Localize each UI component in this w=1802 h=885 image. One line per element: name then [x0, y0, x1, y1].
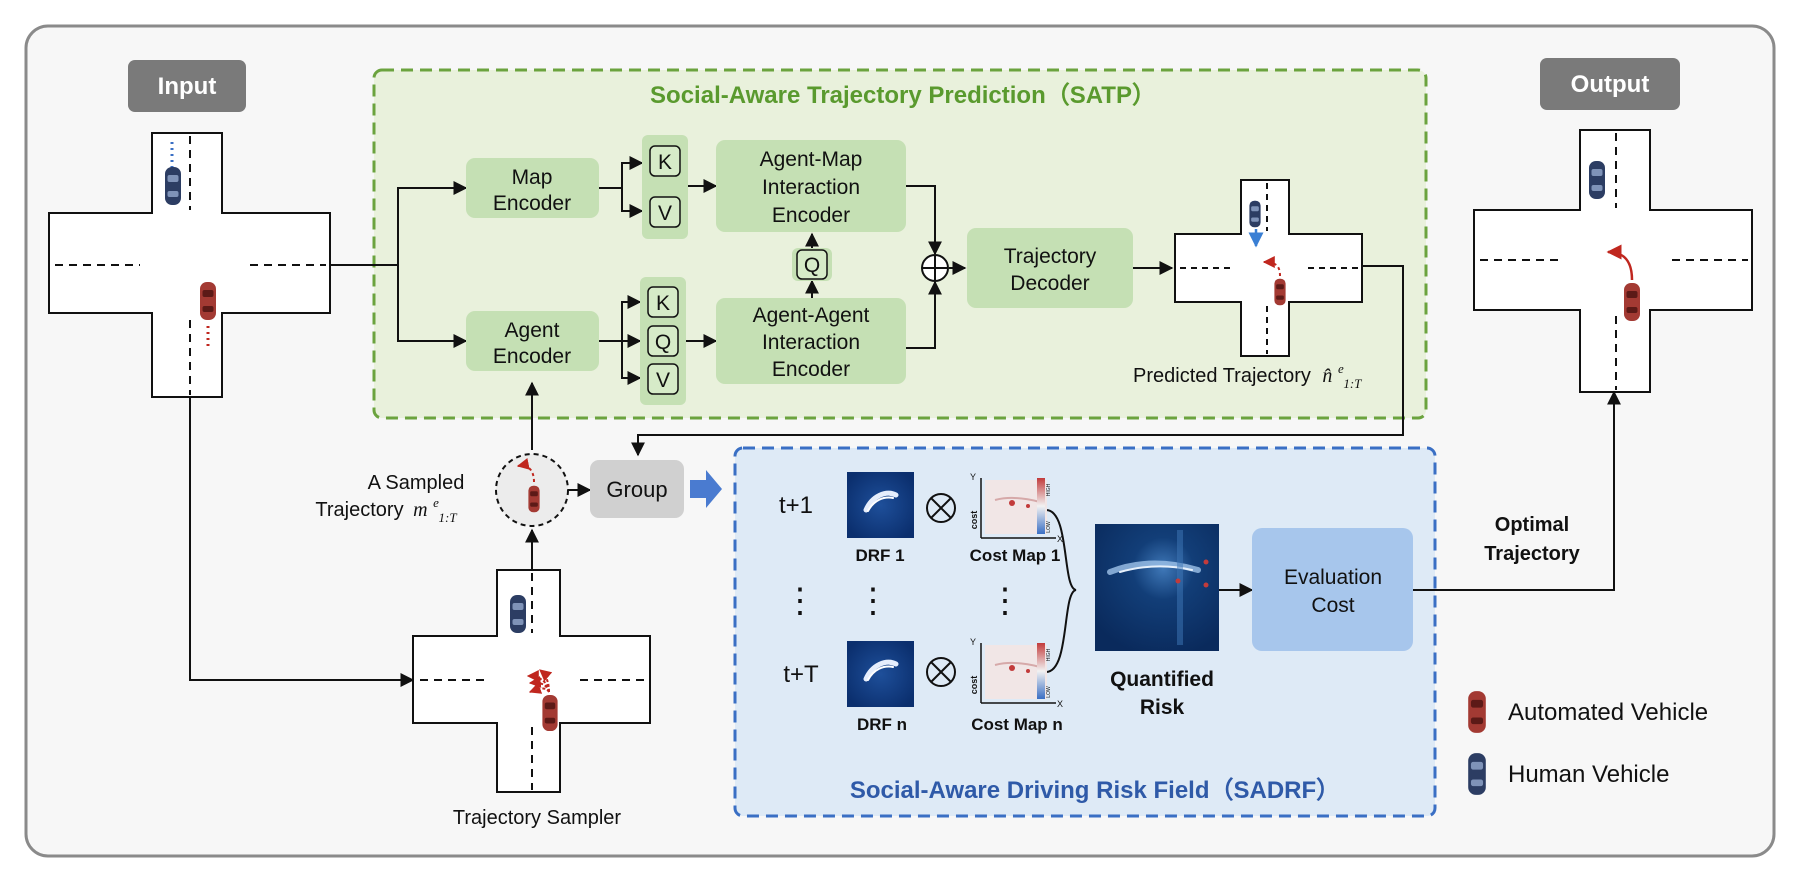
- multiply-operator-icon: [926, 657, 956, 687]
- drf-ellipsis: ⋮: [856, 582, 890, 620]
- cost-map-last-y-axis: Y: [970, 637, 976, 647]
- cost-map-first-image: [980, 478, 1056, 539]
- evaluation-cost-label-2: Cost: [1311, 594, 1354, 617]
- agent-encoder-box: [466, 311, 599, 371]
- map-value-label: V: [658, 202, 672, 225]
- drf-last-label: DRF n: [857, 715, 907, 734]
- agent-map-encoder-label-2: Interaction: [762, 176, 860, 199]
- time-ellipsis: ⋮: [783, 582, 817, 620]
- input-intersection: [48, 132, 331, 398]
- trajectory-sampler-intersection: [412, 569, 651, 793]
- sadrf-title: Social-Aware Driving Risk Field（SADRF）: [850, 777, 1340, 804]
- drf-first-label: DRF 1: [855, 546, 904, 565]
- map-value-box: [649, 196, 681, 228]
- evaluation-cost-label-1: Evaluation: [1284, 566, 1382, 589]
- agent-value-box: [647, 363, 679, 395]
- cost-map-last-image: [980, 643, 1056, 704]
- legend: Automated Vehicle Human Vehicle: [1468, 691, 1708, 795]
- predicted-trajectory-label: Predicted Trajectory n̂ e 1:T: [1133, 356, 1362, 391]
- cost-map-last-label: Cost Map n: [971, 715, 1063, 734]
- map-key-box: [649, 145, 681, 177]
- map-encoder-label-2: Encoder: [493, 192, 571, 215]
- drf-last-image: [847, 641, 914, 707]
- automated-vehicle-icon: [1274, 278, 1286, 306]
- sampled-trajectory-label-1: A Sampled: [368, 472, 465, 494]
- query-label: Q: [804, 254, 820, 277]
- agent-agent-encoder-label-2: Interaction: [762, 331, 860, 354]
- quantified-risk-image: [1095, 524, 1219, 651]
- agent-query-label: Q: [655, 331, 671, 354]
- automated-vehicle-icon: [1468, 691, 1486, 733]
- agent-agent-encoder-label-3: Encoder: [772, 358, 850, 381]
- automated-vehicle-icon: [200, 282, 216, 320]
- legend-human-label: Human Vehicle: [1508, 761, 1669, 788]
- trajectory-decoder-label-2: Decoder: [1010, 272, 1089, 295]
- multiply-operator-icon: [926, 493, 956, 523]
- automated-vehicle-icon: [542, 694, 558, 732]
- map-key-label: K: [658, 151, 672, 174]
- sampled-trajectory-label-2: Trajectory m e 1:T: [315, 490, 457, 525]
- agent-agent-encoder-box: [716, 298, 906, 384]
- agent-key-box: [647, 286, 679, 318]
- agent-agent-encoder-label-1: Agent-Agent: [753, 304, 870, 327]
- quantified-risk-label-2: Risk: [1140, 696, 1185, 719]
- cost-map-last-scale-high: HIGH: [1046, 648, 1052, 661]
- human-vehicle-icon: [165, 167, 181, 205]
- agent-map-encoder-box: [716, 140, 906, 232]
- predicted-intersection: [1174, 179, 1363, 357]
- optimal-trajectory-label-2: Trajectory: [1484, 543, 1580, 565]
- agent-map-encoder-label-3: Encoder: [772, 204, 850, 227]
- trajectory-decoder-box: [967, 228, 1133, 308]
- satp-title: Social-Aware Trajectory Prediction（SATP）: [650, 82, 1156, 109]
- automated-vehicle-icon: [1624, 283, 1640, 321]
- agent-key-label: K: [656, 292, 670, 315]
- output-intersection: [1473, 129, 1753, 393]
- evaluation-cost-box: [1252, 528, 1413, 651]
- sampled-trajectory-node: [495, 453, 569, 527]
- cost-ellipsis: ⋮: [988, 582, 1022, 620]
- human-vehicle-icon: [510, 595, 526, 633]
- trajectory-decoder-label-1: Trajectory: [1004, 245, 1097, 268]
- sum-operator-icon: [921, 254, 949, 282]
- cost-map-first-scale-low: LOW: [1046, 521, 1052, 533]
- cost-map-first-y-axis: Y: [970, 472, 976, 482]
- cost-map-last-x-axis: X: [1057, 699, 1063, 709]
- cost-map-last-scale-low: LOW: [1046, 686, 1052, 698]
- human-vehicle-icon: [1249, 200, 1261, 228]
- agent-map-encoder-label-1: Agent-Map: [760, 148, 863, 171]
- cost-map-first-cost-axis: cost: [969, 511, 979, 530]
- agent-query-box: [647, 325, 679, 357]
- connectors: [189, 156, 1621, 687]
- legend-automated-label: Automated Vehicle: [1508, 699, 1708, 726]
- cost-map-first-label: Cost Map 1: [970, 546, 1061, 565]
- query-box: [796, 249, 828, 280]
- group-label: Group: [606, 477, 667, 502]
- time-label-first: t+1: [779, 492, 813, 519]
- time-label-last: t+T: [783, 661, 819, 688]
- cost-map-first-scale-high: HIGH: [1046, 483, 1052, 496]
- human-vehicle-icon: [1589, 161, 1605, 199]
- group-box: [590, 460, 684, 518]
- output-label-box: [1540, 58, 1680, 110]
- drf-first-image: [847, 472, 914, 538]
- trajectory-sampler-label: Trajectory Sampler: [453, 807, 622, 829]
- quantified-risk-label-1: Quantified: [1110, 668, 1214, 691]
- human-vehicle-icon: [1468, 753, 1486, 795]
- cost-map-first-x-axis: X: [1057, 534, 1063, 544]
- group-to-sadrf-arrow: [690, 470, 722, 508]
- agent-value-label: V: [656, 369, 670, 392]
- cost-map-last-cost-axis: cost: [969, 676, 979, 695]
- automated-vehicle-icon: [528, 485, 540, 513]
- agent-encoder-label-1: Agent: [505, 319, 560, 342]
- output-label: Output: [1571, 71, 1650, 98]
- map-encoder-box: [466, 158, 599, 218]
- input-label: Input: [158, 73, 217, 100]
- agent-encoder-label-2: Encoder: [493, 345, 571, 368]
- map-encoder-label-1: Map: [512, 166, 553, 189]
- input-label-box: [128, 60, 246, 112]
- optimal-trajectory-label-1: Optimal: [1495, 514, 1569, 536]
